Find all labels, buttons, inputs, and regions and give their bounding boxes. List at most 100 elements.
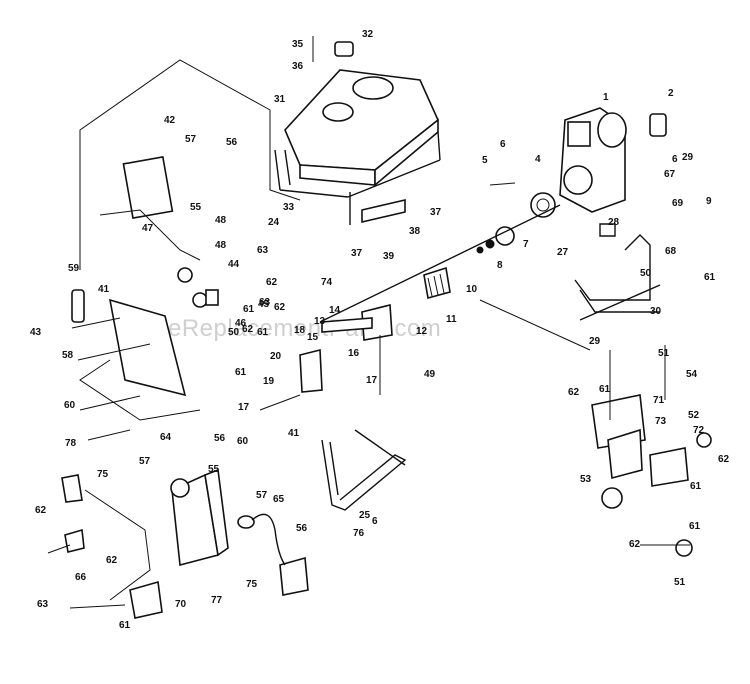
callout-50: 50 <box>640 268 652 279</box>
leader-frame-lower <box>84 489 151 601</box>
callout-60: 60 <box>237 436 249 447</box>
handle-frame <box>574 234 661 321</box>
callout-29: 29 <box>682 152 694 163</box>
callout-28: 28 <box>608 217 620 228</box>
callout-73: 73 <box>655 416 667 427</box>
callout-76: 76 <box>353 528 365 539</box>
callout-19: 19 <box>263 376 275 387</box>
callout-6: 6 <box>372 516 378 527</box>
callout-25: 25 <box>359 510 371 521</box>
callout-41: 41 <box>98 284 110 295</box>
callout-49: 49 <box>424 369 436 380</box>
callout-62: 62 <box>629 539 641 550</box>
callout-5: 5 <box>482 155 488 166</box>
callout-77: 77 <box>211 595 223 606</box>
callout-51: 51 <box>658 348 670 359</box>
callout-60: 60 <box>64 400 76 411</box>
engine-assembly <box>476 107 667 254</box>
callout-56: 56 <box>214 433 226 444</box>
callout-75: 75 <box>246 579 258 590</box>
callout-6: 6 <box>500 139 506 150</box>
leader-frame <box>79 59 301 270</box>
callout-47: 47 <box>142 223 154 234</box>
callout-57: 57 <box>139 456 151 467</box>
callout-62: 62 <box>35 505 47 516</box>
drive-shaft <box>319 204 561 323</box>
callout-55: 55 <box>208 464 220 475</box>
callout-61: 61 <box>704 272 716 283</box>
callout-45: 45 <box>258 299 270 310</box>
callout-62: 62 <box>242 324 254 335</box>
callout-46: 46 <box>235 318 247 329</box>
callout-7: 7 <box>523 239 529 250</box>
rectifier-heat-sink <box>423 266 451 300</box>
callout-17: 17 <box>238 402 250 413</box>
hardware <box>47 299 690 609</box>
watermark-text: eReplacementParts.com <box>168 315 441 342</box>
callout-63: 63 <box>37 599 49 610</box>
callout-61: 61 <box>243 304 255 315</box>
callout-2: 2 <box>668 88 674 99</box>
callout-50: 50 <box>228 327 240 338</box>
callout-35: 35 <box>292 39 304 50</box>
callout-42: 42 <box>164 115 176 126</box>
callout-69: 69 <box>672 198 684 209</box>
callout-71: 71 <box>653 395 665 406</box>
callout-1: 1 <box>603 92 609 103</box>
callout-4: 4 <box>535 154 541 165</box>
callout-48: 48 <box>215 215 227 226</box>
callout-64: 64 <box>160 432 172 443</box>
callout-17: 17 <box>366 375 378 386</box>
callout-41: 41 <box>288 428 300 439</box>
callout-13: 13 <box>314 316 326 327</box>
callout-16: 16 <box>348 348 360 359</box>
transformer <box>237 513 309 596</box>
callout-61: 61 <box>235 367 247 378</box>
callout-68: 68 <box>665 246 677 257</box>
callout-43: 43 <box>30 327 42 338</box>
callout-14: 14 <box>329 305 341 316</box>
callout-62: 62 <box>718 454 730 465</box>
fan-pulley-assembly <box>591 394 712 557</box>
callout-31: 31 <box>274 94 286 105</box>
callout-24: 24 <box>268 217 280 228</box>
callout-62: 62 <box>266 277 278 288</box>
callout-54: 54 <box>686 369 698 380</box>
callout-20: 20 <box>270 351 282 362</box>
callout-6: 6 <box>672 154 678 165</box>
callout-18: 18 <box>294 325 306 336</box>
callout-52: 52 <box>688 410 700 421</box>
callout-61: 61 <box>119 620 131 631</box>
callout-29: 29 <box>589 336 601 347</box>
callout-61: 61 <box>689 521 701 532</box>
callout-56: 56 <box>296 523 308 534</box>
callout-72: 72 <box>693 425 705 436</box>
callout-51: 51 <box>674 577 686 588</box>
callout-61: 61 <box>690 481 702 492</box>
callout-58: 58 <box>62 350 74 361</box>
callout-63: 63 <box>257 245 269 256</box>
callout-56: 56 <box>226 137 238 148</box>
callout-57: 57 <box>185 134 197 145</box>
callout-74: 74 <box>321 277 333 288</box>
callout-62: 62 <box>568 387 580 398</box>
callout-65: 65 <box>273 494 285 505</box>
callout-44: 44 <box>228 259 240 270</box>
callout-78: 78 <box>65 438 77 449</box>
callout-8: 8 <box>497 260 503 271</box>
mount-bracket <box>321 303 393 341</box>
callout-62: 62 <box>274 302 286 313</box>
callout-62: 62 <box>106 555 118 566</box>
callout-59: 59 <box>68 263 80 274</box>
callout-37: 37 <box>351 248 363 259</box>
callout-61: 61 <box>257 327 269 338</box>
callout-61: 61 <box>599 384 611 395</box>
callout-30: 30 <box>650 306 662 317</box>
callout-32: 32 <box>362 29 374 40</box>
callout-66: 66 <box>75 572 87 583</box>
callout-10: 10 <box>466 284 478 295</box>
callout-37: 37 <box>430 207 442 218</box>
callout-39: 39 <box>383 251 395 262</box>
